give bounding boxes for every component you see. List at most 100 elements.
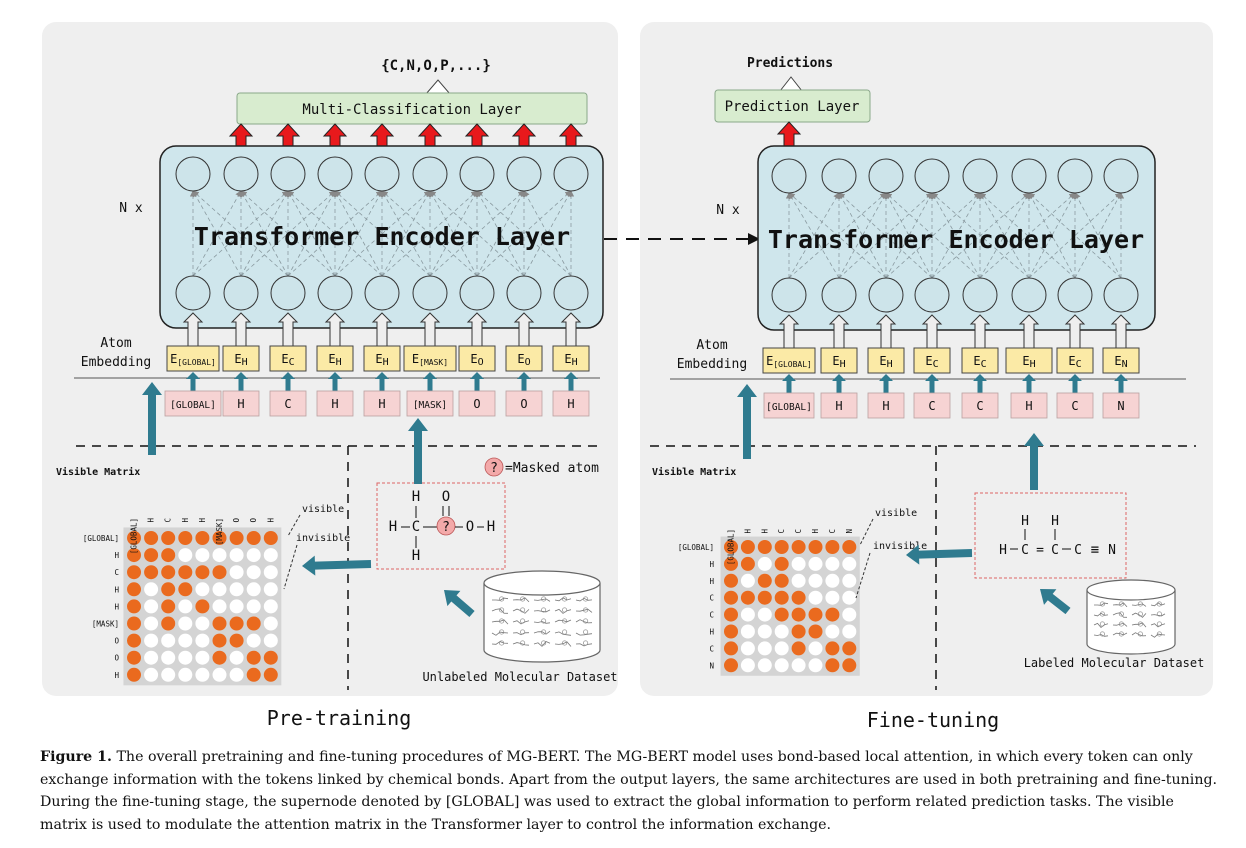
matrix-col-label: H [266,518,275,523]
matrix-cell-visible [212,531,227,545]
matrix-col-label: N [845,529,854,534]
matrix-row-label: C [114,568,119,577]
matrix-cell-invisible [842,624,857,639]
molecule-sketch [554,597,572,602]
matrix-row-label: H [114,671,119,680]
molecule-sketch [541,596,547,602]
finetuning-head [714,89,871,123]
embedding-box [913,347,951,374]
matrix-cell-invisible [842,573,857,588]
molecule-sketch [1137,621,1143,627]
molecule-sketch [541,629,547,635]
embedding-label: EC [925,354,938,370]
attention-line [334,190,431,277]
matrix-cell-invisible [808,641,823,656]
molecule-sketch [1137,631,1143,637]
embedding-box [505,345,543,372]
matrix-cell-visible [127,582,141,597]
attention-line [381,190,431,277]
token-box [1102,392,1140,419]
encoder-node [553,156,589,192]
matrix-cell-invisible [212,548,227,563]
matrix-cell-invisible [808,556,823,571]
attention-line [240,190,336,277]
molecule-sketch [562,618,568,624]
molecule-sketch [512,597,530,603]
molecule-sketch [583,607,589,613]
embedding-label: EH [832,354,845,370]
encoder-node [914,277,950,313]
matrix-row-label: H [709,628,714,637]
matrix-cell-invisible [195,650,210,665]
molecule-sketch [499,618,505,624]
matrix-cell-invisible [144,650,159,665]
attention-line [931,192,981,279]
matrix-cell-visible [724,658,738,673]
matrix-cell-visible [212,650,227,665]
matrix-cell-visible [144,548,159,563]
encoder-node [175,275,211,311]
matrix-cell-visible [263,667,278,682]
molecule-sketch [1131,603,1147,607]
token-box [552,390,590,417]
matrix-col-label: O [232,518,241,523]
molecule-sketch [1112,612,1128,618]
matrix-cell-invisible [161,667,176,682]
encoder-node [459,156,495,192]
matrix-cell-visible [263,650,278,665]
matrix-col-label: [GLOBAL] [727,529,736,565]
molecule-to-matrix-arrow [302,555,372,576]
matrix-cell-visible [161,599,176,614]
embedding-subscript: [GLOBAL] [773,360,812,369]
molecule-sketch [1099,631,1105,637]
molecule-sketch [583,640,589,646]
embedding-subscript: C [289,357,295,368]
labeled-dataset-icon [1086,579,1176,655]
molecule-sketch [541,607,547,613]
embedding-label: E[MASK] [412,352,448,367]
matrix-cell-invisible [774,624,789,639]
encoder-node [1057,277,1093,313]
embedding-box [961,347,999,374]
matrix-cell-visible [144,531,159,545]
matrix-cell-visible [724,573,738,588]
molecule-bond-symbol: ≡ [1091,542,1099,558]
embedding-subscript: N [1122,359,1128,370]
embedding-main: E [470,352,477,366]
matrix-row-label: H [114,551,119,560]
encoder-node [364,156,400,192]
embedding-subscript: H [383,357,389,368]
attention-line [788,192,887,279]
matrix-cell-invisible [229,667,244,682]
molecule-sketch [1093,612,1109,617]
matrix-cell-invisible [263,565,278,580]
molecule-atom: H [412,489,420,505]
token-arrow [375,372,389,391]
embedding-subscript: [GLOBAL] [177,358,216,367]
pretraining-head-label: Multi-Classification Layer [302,102,521,118]
molecule-atom: C [1074,543,1082,558]
molecule-sketch [499,640,505,646]
attention-line [1028,192,1076,279]
molecule-sketch [554,608,572,614]
attention-line [931,192,981,279]
embedding-main: E [412,352,419,366]
token-arrow [1022,374,1036,393]
masked-legend-text: =Masked atom [505,461,599,476]
embedding-label: EH [564,352,577,368]
embedding-label: EC [281,352,294,368]
molecule-sketch [520,629,526,635]
matrix-cell-visible [825,540,840,554]
matrix-row-label: N [709,661,714,670]
matrix-row-label: O [114,654,119,663]
token-box [820,392,858,419]
matrix-cell-visible [774,590,789,605]
matrix-cell-invisible [842,607,857,622]
matrix-cell-invisible [178,548,193,563]
matrix-cell-visible [774,540,789,554]
embedding-box [762,347,816,374]
matrix-cell-invisible [178,599,193,614]
molecule-sketch [575,608,593,613]
molecule-sketch [533,598,551,602]
embedding-box [867,347,905,374]
